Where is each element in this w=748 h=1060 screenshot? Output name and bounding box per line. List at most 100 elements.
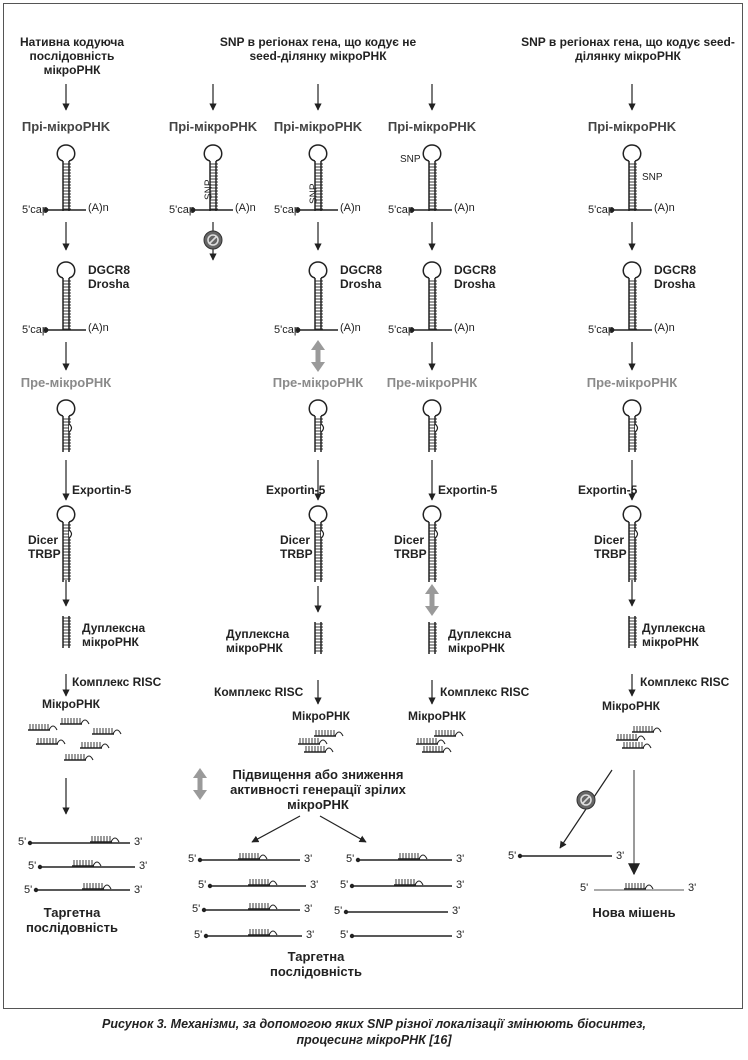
five-2b: 5' bbox=[198, 879, 207, 891]
duplex-5 bbox=[628, 616, 637, 648]
hairpin-loop bbox=[308, 399, 328, 417]
double-arrow-4 bbox=[425, 584, 439, 616]
block-slash bbox=[581, 795, 591, 805]
dicer-trbp-1-line-2: TRBP bbox=[28, 546, 61, 561]
stage-pre-3: Пре-мікроРНК bbox=[272, 375, 364, 390]
exportin-3: Exportin-5 bbox=[266, 483, 326, 497]
five-5b: 5' bbox=[580, 882, 589, 894]
dicer-trbp-5-line-1: Dicer bbox=[594, 533, 625, 547]
bound-mirna bbox=[248, 929, 278, 936]
polya-label-3: (A)n bbox=[340, 202, 361, 214]
polya-label-1: (A)n bbox=[88, 202, 109, 214]
dgcr8-drosha-3-line-1: DGCR8 bbox=[340, 263, 383, 277]
double-arrow-head-up bbox=[193, 768, 207, 778]
dicer-hairpin-5 bbox=[622, 505, 642, 582]
comb-tail bbox=[112, 729, 122, 735]
cap-label-4: 5'cap bbox=[388, 204, 414, 216]
comb-tail bbox=[636, 735, 646, 741]
block-icon-5 bbox=[576, 790, 596, 810]
drosha-strand-4 bbox=[409, 327, 452, 333]
new-target-mirna bbox=[624, 883, 654, 890]
duplex-1 bbox=[62, 616, 71, 648]
three-2g: 3' bbox=[452, 905, 461, 917]
duplex-4 bbox=[428, 622, 437, 654]
three-2a: 3' bbox=[304, 853, 313, 865]
hairpin-loop bbox=[56, 261, 76, 279]
hairpin-loop bbox=[622, 261, 642, 279]
cap-label-2: 5'cap bbox=[169, 204, 195, 216]
cap-label-5b: 5'cap bbox=[588, 324, 614, 336]
mirna-3a bbox=[298, 738, 328, 745]
drosha-hairpin-4 bbox=[422, 261, 442, 330]
comb-tail bbox=[92, 861, 102, 867]
five-1a: 5' bbox=[18, 836, 27, 848]
pri-strand-2 bbox=[190, 207, 233, 213]
dgcr8-drosha-4-line-1: DGCR8 bbox=[454, 263, 497, 277]
mirna-4b bbox=[434, 730, 464, 737]
exportin-5: Exportin-5 bbox=[578, 483, 638, 497]
bound-mirna bbox=[398, 853, 428, 860]
dicer-trbp-4-line-2: TRBP bbox=[394, 546, 427, 561]
hairpin-loop bbox=[422, 144, 442, 162]
five-5a: 5' bbox=[508, 850, 517, 862]
three-2b: 3' bbox=[310, 879, 319, 891]
drosha-hairpin-3 bbox=[308, 261, 328, 330]
dicer-trbp-1-line-1: Dicer bbox=[28, 533, 59, 547]
mirna-4: МікроРНК bbox=[408, 709, 466, 723]
hairpin-loop bbox=[622, 399, 642, 417]
target-seq-2-line-2: послідовність bbox=[270, 963, 362, 979]
pri-strand-4 bbox=[409, 207, 452, 213]
shapes-layer bbox=[27, 144, 684, 939]
comb-tail bbox=[84, 755, 94, 761]
duplex-label-5-line-1: Дуплексна bbox=[642, 621, 706, 635]
pri-hairpin-5 bbox=[622, 144, 642, 211]
mirna-1f bbox=[64, 754, 94, 761]
drosha-strand-1 bbox=[43, 327, 86, 333]
block-ring bbox=[207, 234, 219, 246]
comb-tail bbox=[436, 739, 446, 745]
dgcr8-drosha-1-line-1: DGCR8 bbox=[88, 263, 131, 277]
comb-tail bbox=[268, 880, 278, 886]
target-1c bbox=[33, 887, 130, 893]
mirna-1c bbox=[92, 728, 122, 735]
exportin-1: Exportin-5 bbox=[72, 483, 132, 497]
effect-label-line-2: активності генерації зрілих bbox=[230, 781, 406, 797]
stage-pre-4: Пре-мікроРНК bbox=[386, 375, 478, 390]
hairpin-loop bbox=[56, 399, 76, 417]
risc-3: Комплекс RISC bbox=[214, 685, 304, 699]
header-seed-line-1: SNP в регіонах гена, що кодує seed-ділян… bbox=[521, 35, 735, 63]
dgcr8-drosha-1-line-2: Drosha bbox=[88, 276, 130, 291]
three-2d: 3' bbox=[306, 929, 315, 941]
target-2e bbox=[355, 857, 452, 863]
bound-mirna bbox=[248, 903, 278, 910]
comb-tail bbox=[442, 747, 452, 753]
dicer-trbp-5-line-2: TRBP bbox=[594, 546, 627, 561]
hairpin-bulge bbox=[320, 529, 325, 539]
snp-label-3: SNP bbox=[308, 183, 320, 205]
hairpin-bulge bbox=[68, 423, 73, 433]
snp-label-4: SNP bbox=[400, 154, 421, 165]
polya-label-5b: (A)n bbox=[654, 322, 675, 334]
comb-tail bbox=[268, 904, 278, 910]
mrna-end bbox=[349, 933, 355, 939]
stage-pri-5: Пpі-мікpoPHK bbox=[587, 119, 677, 134]
mrna-end bbox=[343, 909, 349, 915]
cap-dot bbox=[609, 207, 615, 213]
dicer-trbp-3-line-1: Dicer bbox=[280, 533, 311, 547]
three-5b: 3' bbox=[688, 882, 697, 894]
mrna-end bbox=[37, 864, 43, 870]
cap-label-4b: 5'cap bbox=[388, 324, 414, 336]
pre-hairpin-5 bbox=[622, 399, 642, 452]
stage-pri-1: Пpі-мікpoPHK bbox=[21, 119, 111, 134]
header-non-seed-line-1: SNP в регіонах гена, що кодує не seed-ді… bbox=[219, 35, 417, 63]
mrna-end bbox=[517, 853, 523, 859]
three-1a: 3' bbox=[134, 836, 143, 848]
bound-mirna bbox=[248, 879, 278, 886]
bound-mirna bbox=[394, 879, 424, 886]
comb-tail bbox=[48, 725, 58, 731]
